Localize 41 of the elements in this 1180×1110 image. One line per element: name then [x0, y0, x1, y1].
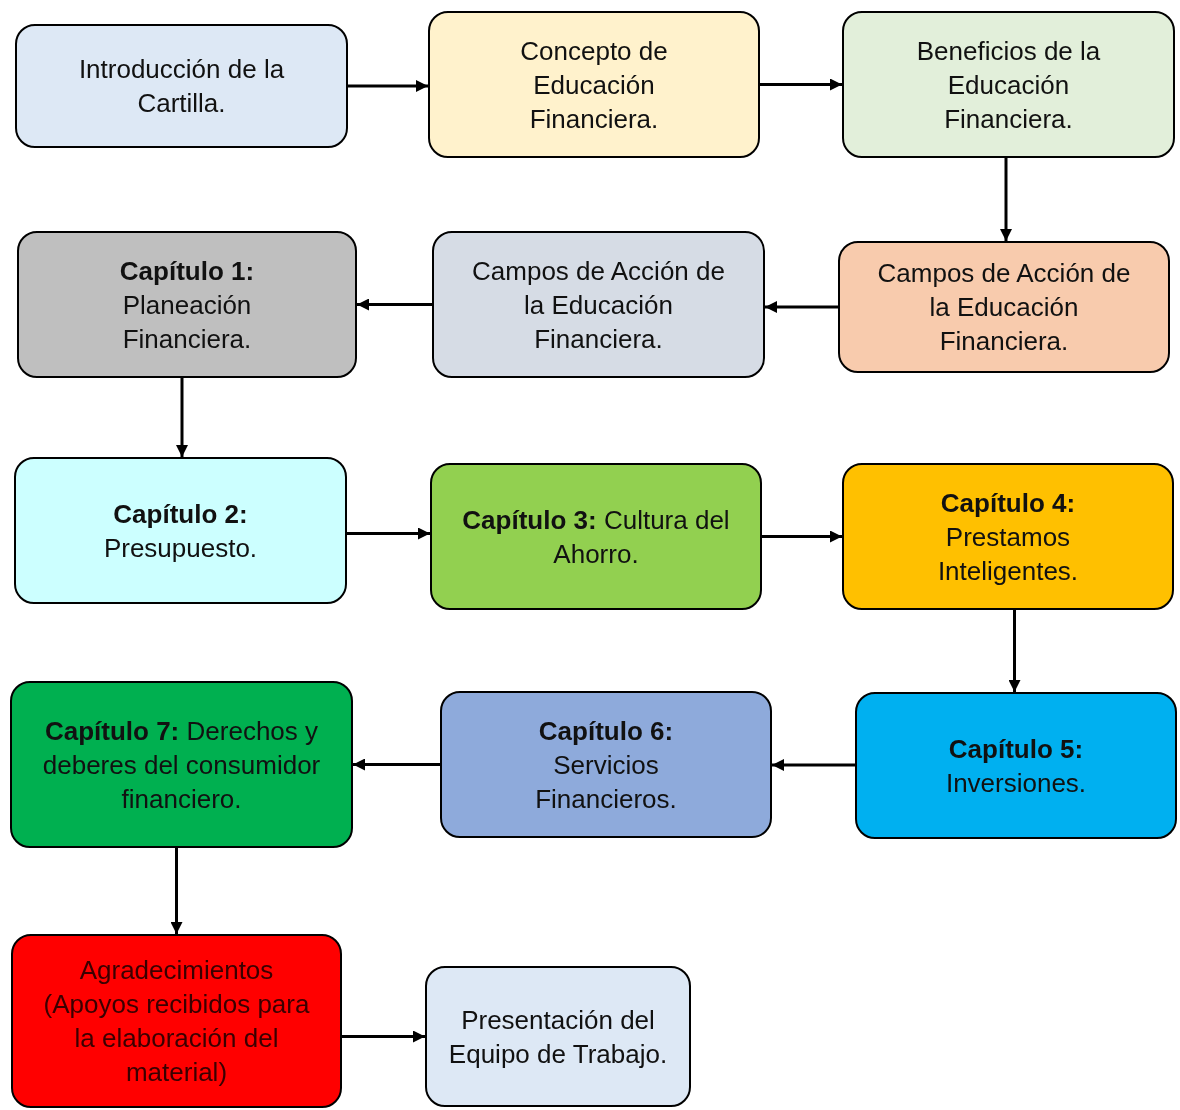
box-text: Concepto de Educación Financiera. — [519, 34, 669, 136]
arrow — [760, 78, 842, 91]
arrow — [170, 848, 183, 934]
arrow — [1008, 610, 1021, 692]
process-box — [842, 11, 1175, 158]
arrow — [765, 301, 838, 313]
box-text: Campos de Acción de la Educación Financiera. — [876, 257, 1132, 358]
box-text: Agradecimientos (Apoyos recibidos para la elaboración del material) — [42, 954, 311, 1089]
arrow — [762, 530, 842, 543]
process-box — [15, 24, 348, 148]
process-box — [855, 692, 1177, 839]
arrow — [348, 80, 428, 92]
process-box — [14, 457, 347, 604]
arrow — [176, 378, 188, 457]
box-text: Capítulo 6: Servicios Financieros. — [534, 714, 678, 816]
process-box — [17, 231, 357, 378]
arrow — [772, 759, 855, 771]
box-text: Capítulo 1: Planeación Financiera. — [118, 254, 256, 356]
box-text: Beneficios de la Educación Financiera. — [915, 34, 1102, 136]
arrow — [1000, 158, 1012, 241]
box-text: Presentación del Equipo de Trabajo. — [447, 1003, 669, 1071]
process-box — [432, 231, 765, 378]
box-text: Capítulo 2: Presupuesto. — [102, 497, 259, 565]
box-text: Capítulo 7: Derechos y deberes del consumidor financiero. — [41, 714, 322, 816]
arrow — [353, 758, 440, 771]
process-box — [10, 681, 353, 848]
arrow — [342, 1030, 425, 1043]
process-box — [428, 11, 760, 158]
process-box — [11, 934, 342, 1108]
box-text: Capítulo 5: Inversiones. — [944, 732, 1088, 800]
arrow — [357, 298, 432, 311]
process-box — [440, 691, 772, 838]
arrow — [347, 527, 430, 540]
process-box — [430, 463, 762, 610]
box-text: Campos de Acción de la Educación Financiera. — [471, 254, 726, 356]
process-box — [838, 241, 1170, 373]
process-box — [842, 463, 1174, 610]
box-text: Introducción de la Cartilla. — [77, 53, 286, 120]
box-text: Capítulo 3: Cultura del Ahorro. — [461, 503, 731, 571]
box-text: Capítulo 4: Prestamos Inteligentes. — [936, 486, 1080, 588]
process-box — [425, 966, 691, 1107]
